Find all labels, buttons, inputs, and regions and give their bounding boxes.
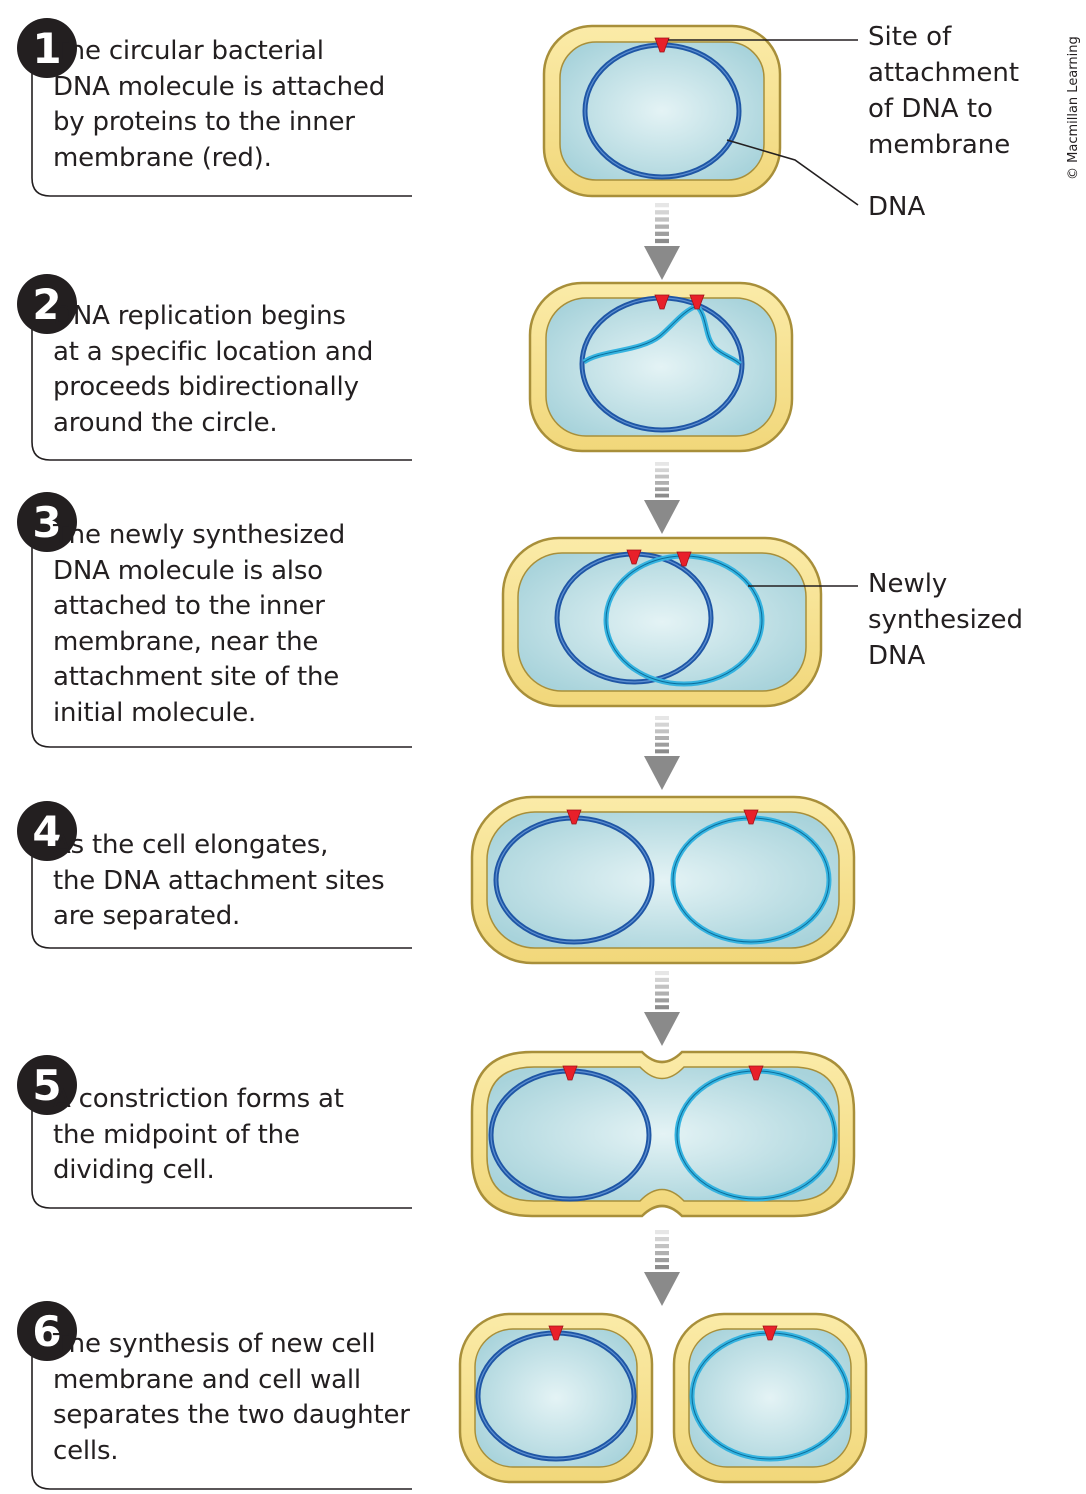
down-arrow-icon: [644, 971, 680, 1046]
attachment-site-label: Site of attachment of DNA to membrane: [868, 22, 1020, 160]
step-3-text: The newly synthesized DNA molecule is al…: [53, 520, 346, 728]
step-number-badge: [17, 1301, 77, 1361]
new-dna-label: Newly synthesized DNA: [868, 569, 1023, 671]
credit-text: © Macmillan Learning: [1066, 36, 1081, 180]
down-arrow-icon: [644, 1230, 680, 1306]
step-number: 1: [32, 24, 61, 73]
cell-step-2: [528, 281, 794, 453]
dna-label: DNA: [868, 192, 926, 222]
bracket-side: [31, 1331, 412, 1490]
bracket-side: [31, 522, 412, 748]
down-arrow-icon: [644, 462, 680, 534]
step-number-badge: [17, 801, 77, 861]
bracket-side: [31, 304, 412, 461]
step-brackets: 1 2 3 4 5 6: [17, 18, 412, 1490]
cell-step-1: [542, 24, 859, 206]
process-arrows: [644, 203, 680, 1306]
cell-step-4: [470, 795, 856, 965]
cell-step-6: [458, 1312, 868, 1484]
step-4-text: As the cell elongates, the DNA attachmen…: [53, 830, 385, 931]
step-1-text: The circular bacterial DNA molecule is a…: [53, 36, 385, 173]
step-number-badge: [17, 1055, 77, 1115]
cell-step-5: [470, 1050, 856, 1218]
step-number-badge: [17, 18, 77, 78]
step-number: 4: [32, 807, 61, 856]
step-2-text: DNA replication begins at a specific loc…: [53, 301, 374, 438]
step-number: 6: [32, 1307, 61, 1356]
step-number: 5: [32, 1061, 61, 1110]
cell-step-3: [501, 536, 858, 708]
step-6-text: The synthesis of new cell membrane and c…: [53, 1329, 410, 1466]
bracket-side: [31, 831, 412, 949]
down-arrow-icon: [644, 716, 680, 790]
down-arrow-icon: [644, 203, 680, 280]
step-5-text: A constriction forms at the midpoint of …: [53, 1084, 344, 1185]
step-number: 3: [32, 498, 61, 547]
step-number-badge: [17, 274, 77, 334]
bracket-side: [31, 1085, 412, 1209]
step-number: 2: [32, 280, 61, 329]
bracket-side: [31, 48, 412, 197]
step-number-badge: [17, 492, 77, 552]
